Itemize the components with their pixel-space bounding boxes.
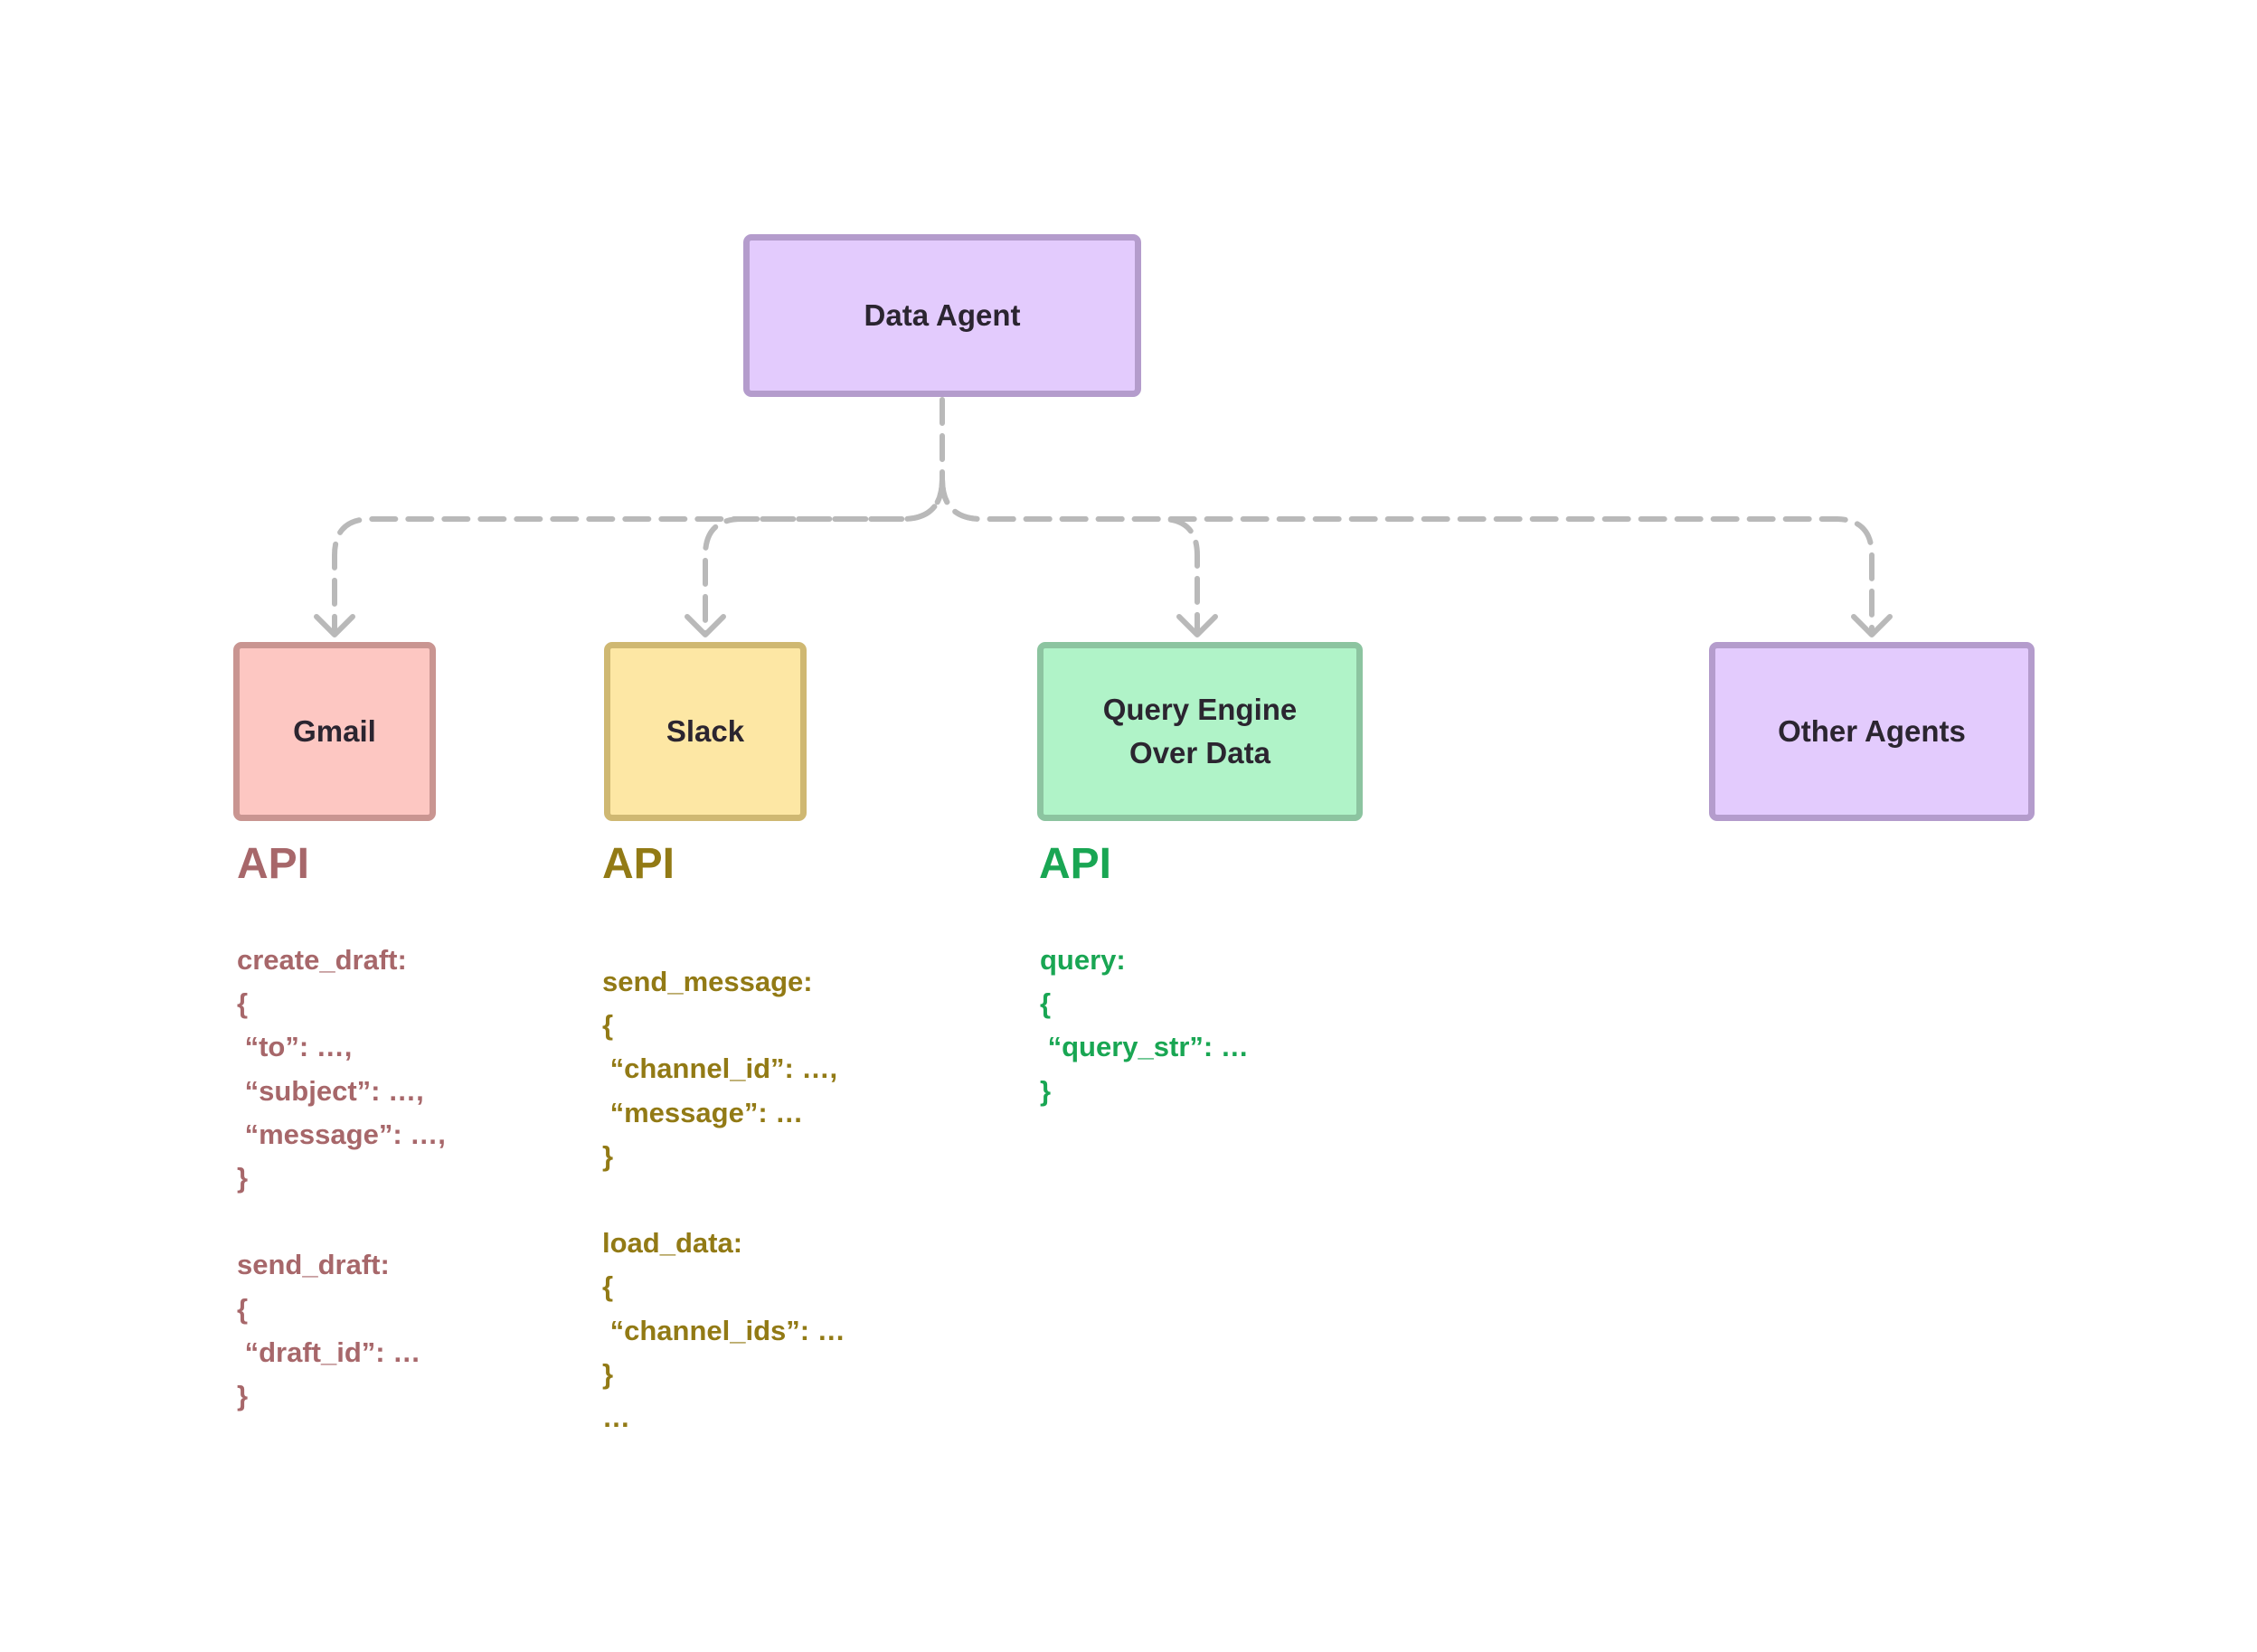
edge-data-agent-to-query-engine bbox=[940, 477, 1200, 636]
slack-label: Slack bbox=[666, 714, 745, 748]
query-engine-node: Query Engine Over Data bbox=[1037, 642, 1363, 821]
arrowhead-other-agents bbox=[1851, 614, 1893, 637]
gmail-label: Gmail bbox=[293, 714, 376, 748]
other-agents-label: Other Agents bbox=[1778, 714, 1966, 748]
slack-api-heading: API bbox=[602, 840, 675, 888]
other-agents-node: Other Agents bbox=[1709, 642, 2035, 821]
gmail-api-heading: API bbox=[237, 840, 310, 888]
gmail-node: Gmail bbox=[233, 642, 436, 821]
data-agent-label: Data Agent bbox=[864, 298, 1021, 332]
data-agent-node: Data Agent bbox=[743, 234, 1141, 397]
slack-node: Slack bbox=[604, 642, 807, 821]
arrowhead-slack bbox=[685, 614, 726, 637]
query-engine-api-spec: query: { “query_str”: … } bbox=[1040, 944, 1249, 1107]
slack-api-spec: send_message: { “channel_id”: …, “messag… bbox=[602, 966, 845, 1434]
query-engine-label: Query Engine Over Data bbox=[1102, 693, 1298, 769]
edge-data-agent-to-other-agents bbox=[940, 477, 1875, 636]
arrowhead-query-engine bbox=[1176, 614, 1218, 637]
arrowhead-gmail bbox=[314, 614, 355, 637]
gmail-api-spec: create_draft: { “to”: …, “subject”: …, “… bbox=[237, 944, 446, 1412]
query-engine-api-heading: API bbox=[1039, 840, 1112, 888]
edge-data-agent-to-slack bbox=[703, 477, 945, 636]
